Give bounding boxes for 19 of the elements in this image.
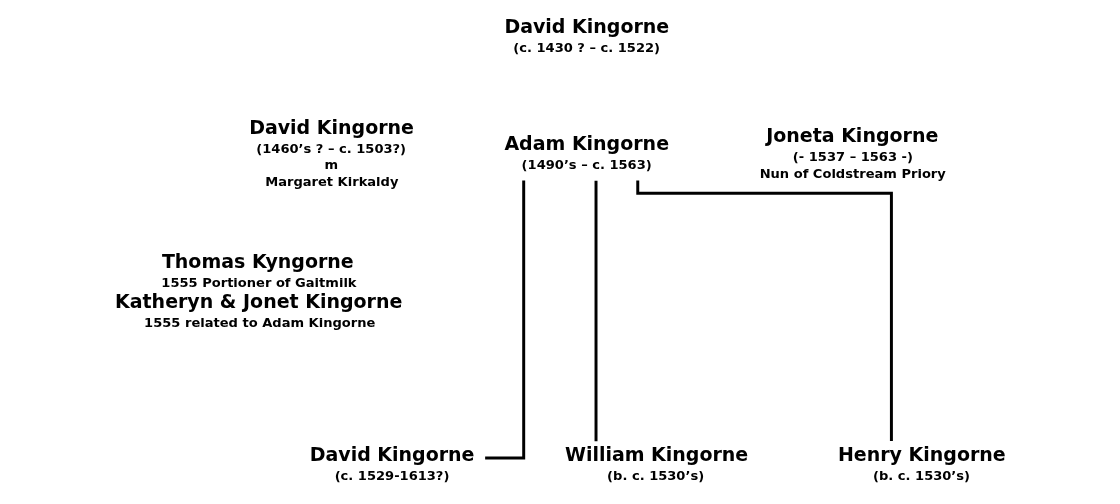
- label: Margaret Kirkaldy: [264, 173, 398, 189]
- label: m: [324, 157, 338, 173]
- label: (1460’s ? – c. 1503?): [255, 140, 406, 156]
- label: 1555 related to Adam Kingorne: [143, 315, 375, 331]
- label: 1555 Portioner of Gaitmilk: [160, 274, 357, 290]
- label: Thomas Kyngorne: [161, 249, 354, 272]
- label: David Kingorne: [503, 14, 669, 37]
- node-text: David Kingorne (c. 1529-1613?): [309, 443, 474, 484]
- label: Nun of Coldstream Priory: [759, 165, 946, 181]
- node-text: William Kingorne (b. c. 1530’s): [564, 443, 748, 484]
- connector: [594, 180, 597, 442]
- node-text: Henry Kingorne (b. c. 1530’s): [837, 443, 1006, 484]
- label: (- 1537 – 1563 -): [792, 148, 913, 164]
- label: Katheryn & Jonet Kingorne: [114, 290, 402, 313]
- label: David Kingorne: [248, 115, 414, 138]
- label: (c. 1430 ? – c. 1522): [512, 39, 660, 55]
- connector: [484, 180, 525, 460]
- node-text: Adam Kingorne (1490’s – c. 1563): [503, 132, 669, 173]
- label: Joneta Kingorne: [765, 123, 938, 146]
